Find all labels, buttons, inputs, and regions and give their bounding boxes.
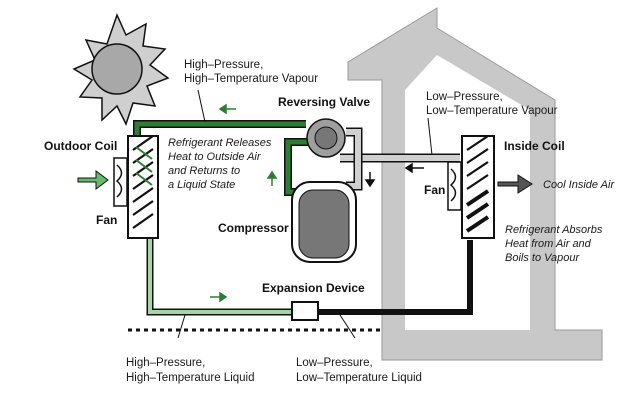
arrow-icon [210,291,228,303]
expansion-device-icon [291,301,319,321]
lp-liquid-label-line1: Low–Pressure, [296,357,373,369]
leader-lines [177,89,433,339]
inside-coil-icon [461,135,495,239]
hp-vapour-label-line1: High–Pressure, [184,59,263,71]
lp-vapour-label-line1: Low–Pressure, [426,91,503,103]
fan-icon [447,161,462,211]
arrow-icon [364,172,376,188]
arrow-icon [404,162,424,174]
lp-vapour-label-line2: Low–Temperature Vapour [426,105,558,117]
reversing-valve-icon [306,118,346,158]
inside-coil-label: Inside Coil [504,139,565,153]
compressor-icon [291,181,357,263]
hp-liquid-label-line1: High–Pressure, [126,357,205,369]
arrow-icon [218,103,236,115]
hp-liquid-label-line2: High–Temperature Liquid [126,372,255,384]
absorbs-label-line1: Refrigerant Absorbs [505,224,603,236]
hp-vapour-label-line2: High–Temperature Vapour [184,73,318,85]
compressor-label: Compressor [218,221,289,235]
releases-label-line3: and Returns to [168,165,240,177]
reversing-valve-label: Reversing Valve [278,95,370,109]
arrow-icon [77,170,109,190]
outdoor-coil-icon [127,135,159,239]
arrow-icon [266,170,278,186]
fan-icon [113,157,128,207]
releases-label-line1: Refrigerant Releases [168,137,272,149]
releases-label-line2: Heat to Outside Air [168,151,262,163]
pipe-lp-liquid [318,240,473,315]
outdoor-coil-label: Outdoor Coil [44,139,117,153]
releases-label-line4: a Liquid State [168,179,235,191]
absorbs-label-line3: Boils to Vapour [505,252,581,264]
sun-icon [72,12,170,126]
fan-outdoor-label: Fan [96,213,117,227]
cool-air-label: Cool Inside Air [543,179,615,191]
arrow-icon [497,174,533,194]
absorbs-label-line2: Heat from Air and [505,238,592,250]
lp-liquid-label-line2: Low–Temperature Liquid [296,372,422,384]
fan-inside-label: Fan [424,183,445,197]
pipe-lp-vapour [340,127,460,191]
expansion-device-label: Expansion Device [262,281,365,295]
